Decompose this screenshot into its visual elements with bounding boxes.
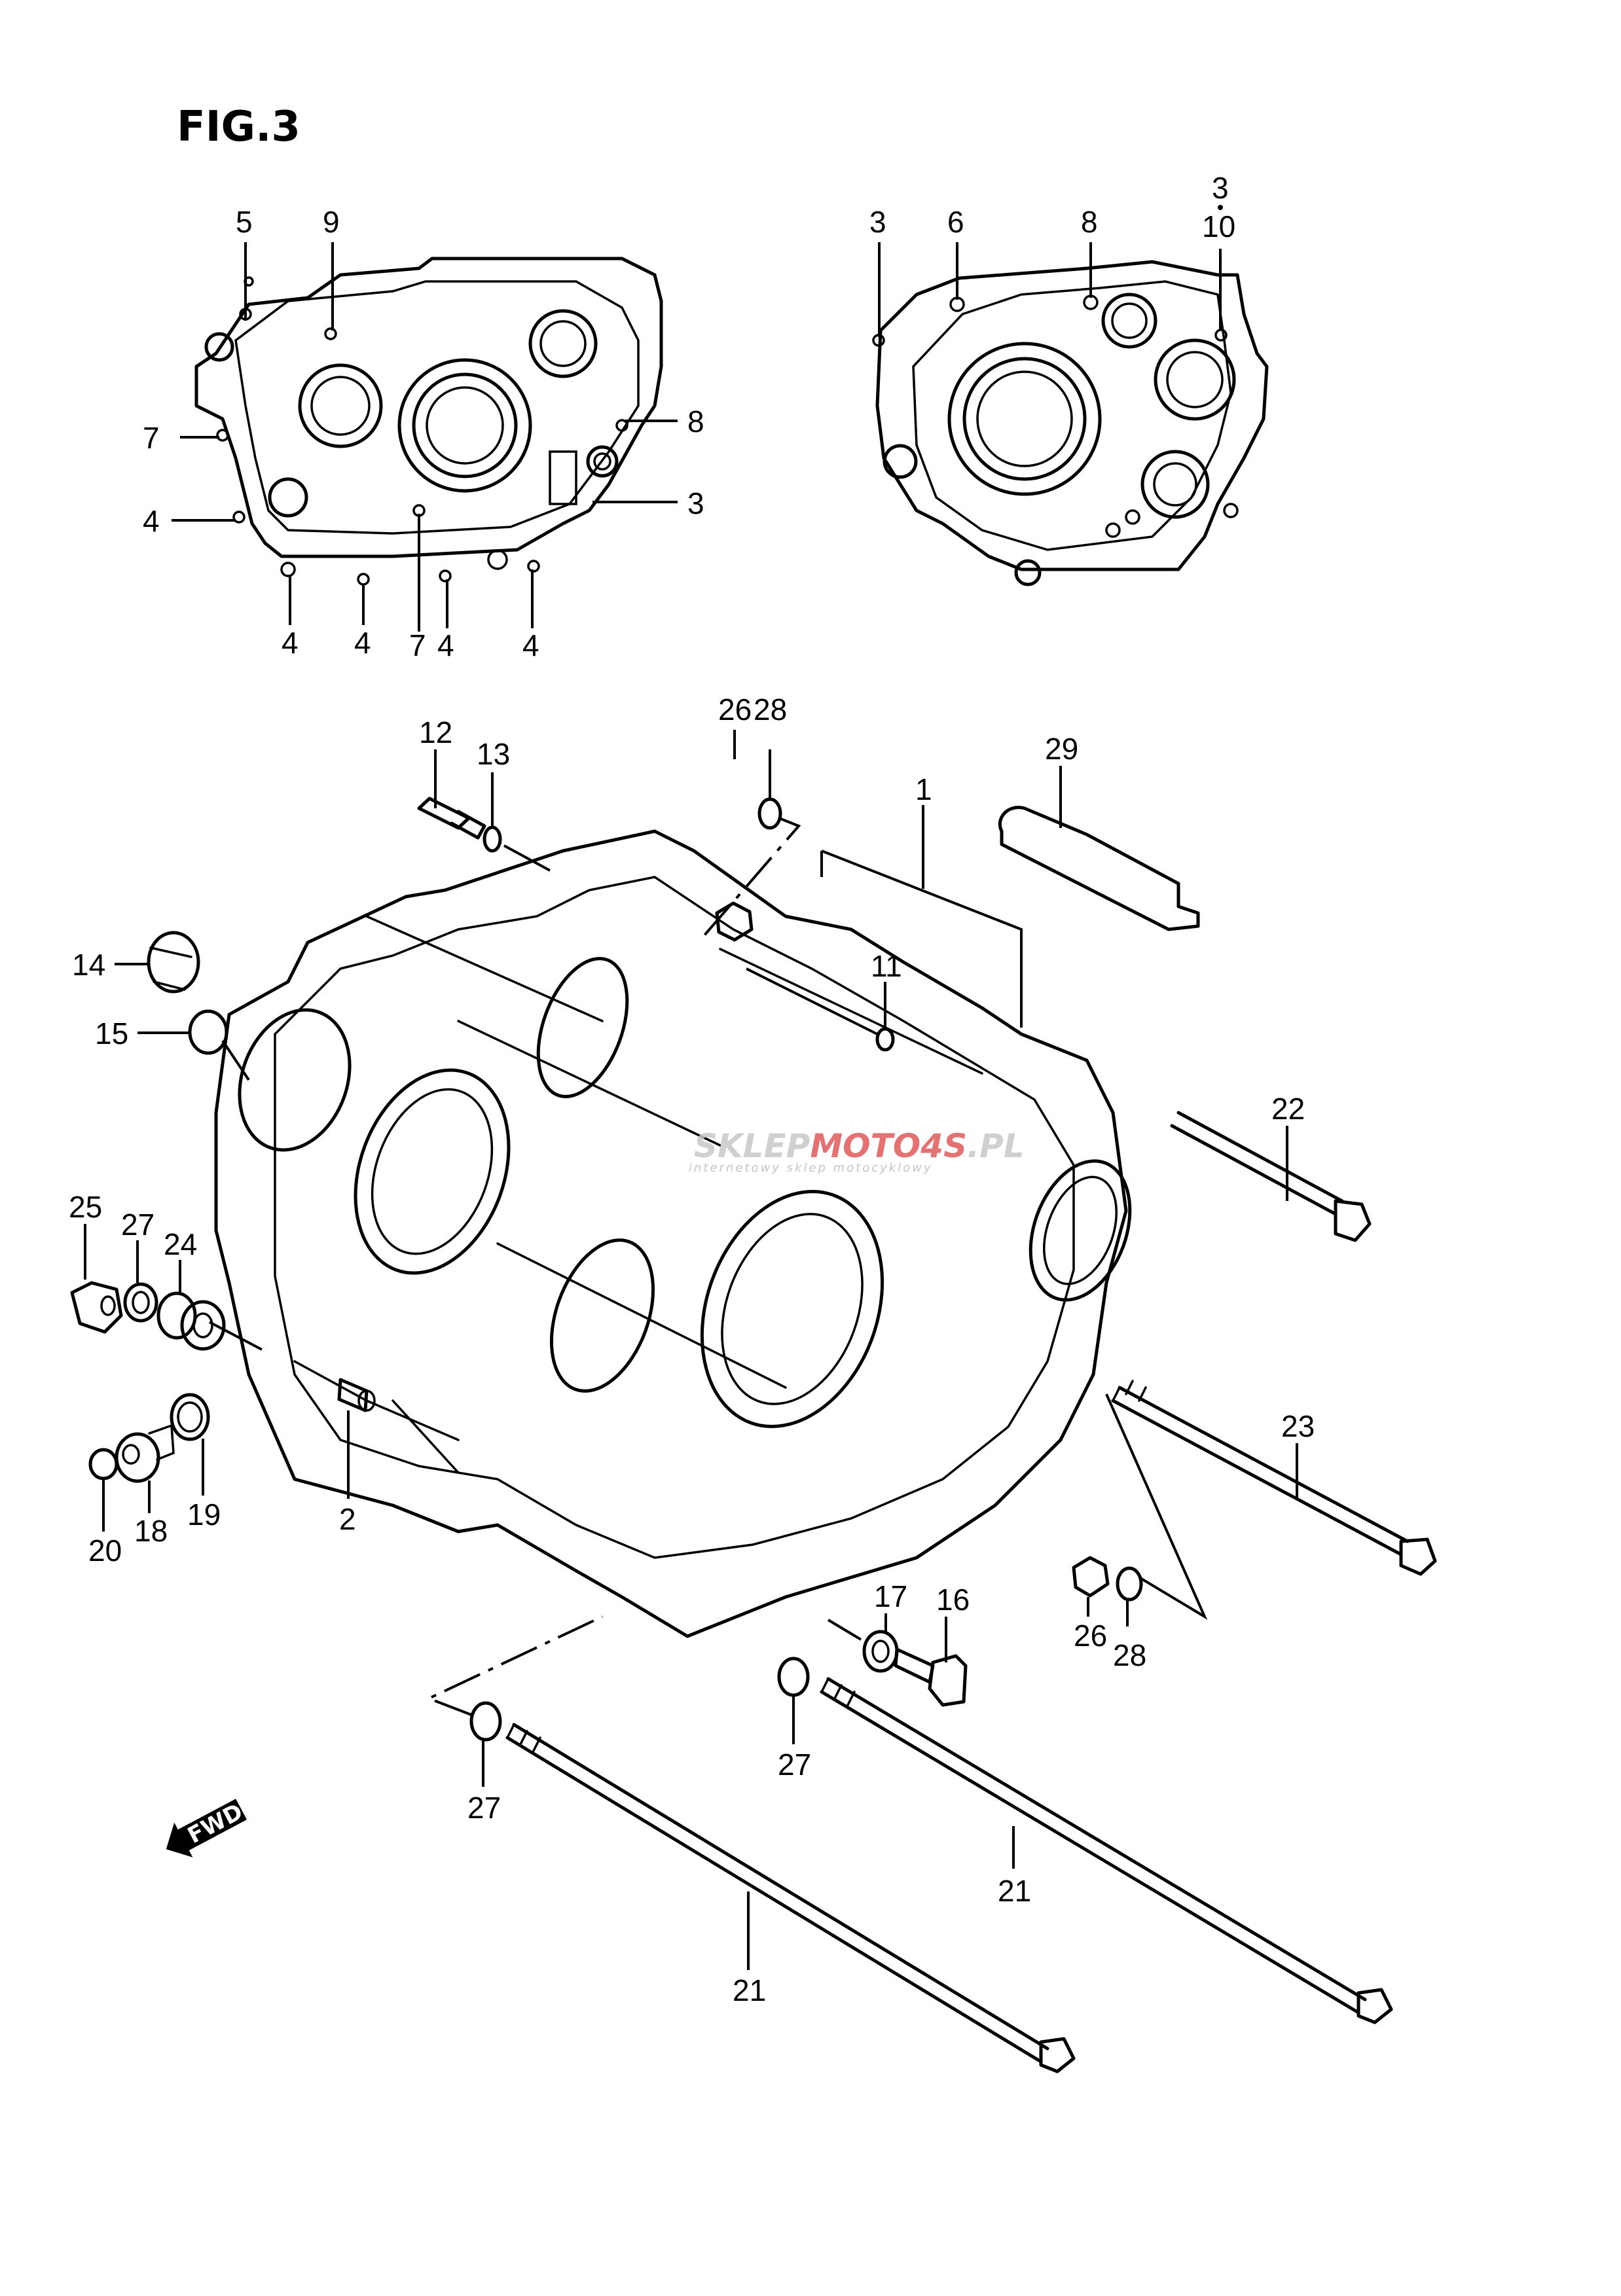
callout-label: 8 [1081, 205, 1098, 239]
part-16-bolt [894, 1647, 968, 1707]
part-21-bolt-lower [505, 1723, 1076, 2073]
callout-label: 5 [236, 205, 253, 239]
figure-title: FIG.3 [177, 103, 301, 151]
part-28-washer-right [1116, 1566, 1143, 1602]
part-15-oring [188, 1009, 228, 1055]
callout-label: 3 [687, 486, 704, 520]
part-23-bolt [1111, 1380, 1437, 1576]
part-24-bushing [156, 1291, 226, 1351]
callout-label: 4 [522, 628, 539, 662]
watermark-brand-red: MOTO4S [810, 1127, 967, 1165]
callout-label: 24 [164, 1227, 197, 1261]
callout-label: 6 [947, 205, 964, 239]
part-26-nut-top [715, 901, 754, 942]
callout-label: 18 [134, 1514, 168, 1548]
callout-label: 19 [187, 1498, 221, 1532]
callout-label: 25 [69, 1190, 102, 1224]
callout-label: 4 [354, 626, 371, 660]
callout-label: 17 [874, 1579, 907, 1613]
crankcase-assembly [214, 829, 1132, 1638]
callout-label: 20 [88, 1534, 122, 1568]
callout-label: 1 [915, 772, 932, 806]
part-25-nut [70, 1281, 123, 1334]
callout-label: 22 [1271, 1092, 1305, 1126]
callout-label: 3 [1212, 171, 1229, 205]
fwd-label: FWD [183, 1799, 247, 1849]
callout-label: 2 [339, 1502, 356, 1536]
watermark-tagline: internetowy sklep motocyklowy [689, 1161, 933, 1175]
part-18-plug [115, 1424, 175, 1483]
part-29-cover [998, 806, 1200, 931]
callout-label: 27 [467, 1791, 501, 1825]
callout-label: 12 [419, 715, 452, 749]
watermark-brand-suffix: .PL [967, 1127, 1025, 1165]
callout-label: 23 [1281, 1409, 1315, 1443]
callout-label: 27 [778, 1748, 811, 1782]
callout-label: 4 [143, 504, 160, 538]
callout-label: 26 [718, 692, 752, 726]
part-27-washer-mid [777, 1657, 810, 1697]
callout-label: 10 [1202, 209, 1235, 243]
part-2-dowel-pin [337, 1378, 376, 1412]
callout-label: 4 [282, 626, 299, 660]
callout-label: 16 [936, 1583, 970, 1617]
part-19-washer [170, 1393, 210, 1441]
callout-label: 9 [323, 205, 340, 239]
callout-label: 27 [121, 1208, 155, 1242]
part-11-oring [875, 1027, 895, 1052]
right-crankcase-half-view: 3 6 8 3 10 [869, 171, 1269, 586]
callout-label: 21 [733, 1973, 766, 2007]
callout-label: 28 [754, 692, 787, 726]
callout-label: 8 [687, 404, 704, 439]
callout-label: 7 [409, 628, 426, 662]
callout-label: 11 [871, 949, 902, 983]
callout-label: 26 [1074, 1619, 1107, 1653]
part-21-bolt-upper [820, 1677, 1393, 2024]
part-27-washer-left [123, 1282, 158, 1323]
part-22-bolt [1170, 1111, 1372, 1242]
part-27-washer-low [469, 1701, 502, 1742]
part-26-nut-right [1072, 1556, 1110, 1598]
forward-arrow-icon: FWD [166, 1799, 247, 1857]
left-crankcase-half-view: 5 9 7 4 8 3 4 4 7 4 4 [143, 205, 704, 662]
part-17-washer [862, 1630, 899, 1673]
part-28-washer-top [757, 797, 782, 830]
callout-label: 7 [143, 421, 160, 455]
part-12-switch [417, 797, 486, 840]
watermark-brand-gray: SKLEP [694, 1127, 810, 1165]
callout-label: 29 [1045, 732, 1078, 766]
part-20-cap [88, 1448, 118, 1480]
callout-label: 13 [477, 737, 510, 771]
callout-label: 15 [95, 1016, 128, 1050]
watermark: SKLEPMOTO4S.PL internetowy sklep motocyk… [689, 1127, 1025, 1175]
callout-label: 14 [72, 948, 105, 982]
callout-label: 4 [437, 628, 454, 662]
part-1-bracket [820, 850, 1023, 1028]
callout-label: 28 [1113, 1638, 1146, 1672]
part-14-filler-cap [147, 931, 200, 994]
part-13-oring [483, 825, 502, 853]
callout-label: 3 [869, 205, 886, 239]
callout-label: 21 [998, 1874, 1031, 1908]
svg-text:SKLEPMOTO4S.PL: SKLEPMOTO4S.PL [694, 1127, 1025, 1165]
